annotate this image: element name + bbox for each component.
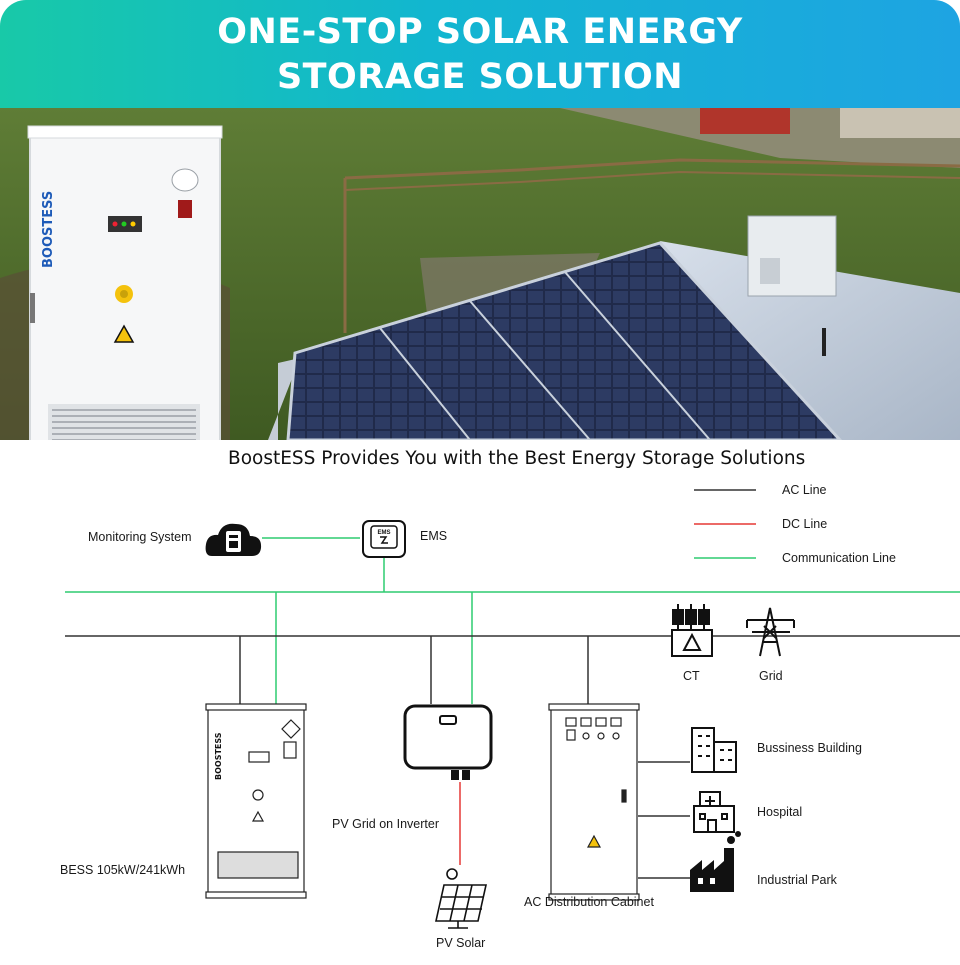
hospital-label: Hospital (757, 805, 803, 819)
ct-label: CT (683, 669, 700, 683)
banner-title: ONE-STOP SOLAR ENERGY STORAGE SOLUTION (0, 10, 960, 100)
ems-icon-text: EMS (377, 530, 390, 536)
cloud-icon (205, 523, 262, 556)
transformer-icon (671, 604, 713, 657)
bess-cabinet-icon: BOOSTESS (205, 703, 307, 899)
ac-distribution-cabinet-icon (548, 703, 640, 901)
ems-label: EMS (420, 529, 448, 543)
legend-comm-label: Communication Line (782, 551, 896, 565)
ems-icon: EMS (362, 520, 406, 558)
communication-lines (65, 537, 960, 706)
subtitle: BoostESS Provides You with the Best Ener… (228, 448, 806, 469)
inverter-label: PV Grid on Inverter (332, 817, 439, 831)
business-building-icon (691, 727, 737, 773)
bess-cabinet-photo: BOOSTESS (27, 125, 223, 440)
banner-title-line-1: ONE-STOP SOLAR ENERGY (217, 12, 743, 52)
system-diagram: EMS BO (0, 480, 960, 960)
system-diagram-svg: EMS BO (65, 489, 960, 929)
brand-logo-vertical: BOOSTESS (41, 191, 56, 268)
ac-distribution-cabinet-label: AC Distribution Cabinet (524, 895, 654, 909)
power-tower-icon (746, 607, 795, 657)
product-photo: BOOSTESS (0, 108, 960, 440)
inverter-icon (403, 704, 493, 780)
pv-solar-label: PV Solar (436, 936, 486, 950)
solar-installation-photo: BOOSTESS (0, 108, 960, 440)
header-banner: ONE-STOP SOLAR ENERGY STORAGE SOLUTION (0, 0, 960, 108)
banner-title-line-2: STORAGE SOLUTION (276, 57, 684, 97)
ac-lines (65, 635, 960, 879)
bess-brand-label: BOOSTESS (214, 732, 223, 780)
hospital-icon (693, 791, 735, 833)
legend-dc-label: DC Line (782, 517, 828, 531)
solar-panel-icon (435, 868, 487, 929)
monitoring-system-label: Monitoring System (88, 530, 192, 544)
legend-ac-label: AC Line (782, 483, 827, 497)
factory-icon (690, 831, 741, 892)
grid-label: Grid (759, 669, 783, 683)
bess-label: BESS 105kW/241kWh (60, 863, 186, 877)
industrial-park-label: Industrial Park (757, 873, 837, 887)
business-building-label: Bussiness Building (757, 741, 862, 755)
